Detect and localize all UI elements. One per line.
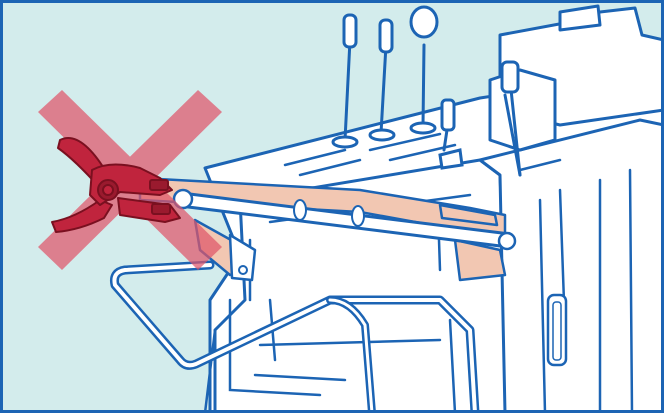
bracket-pin — [239, 266, 247, 274]
side-slot — [548, 295, 566, 365]
